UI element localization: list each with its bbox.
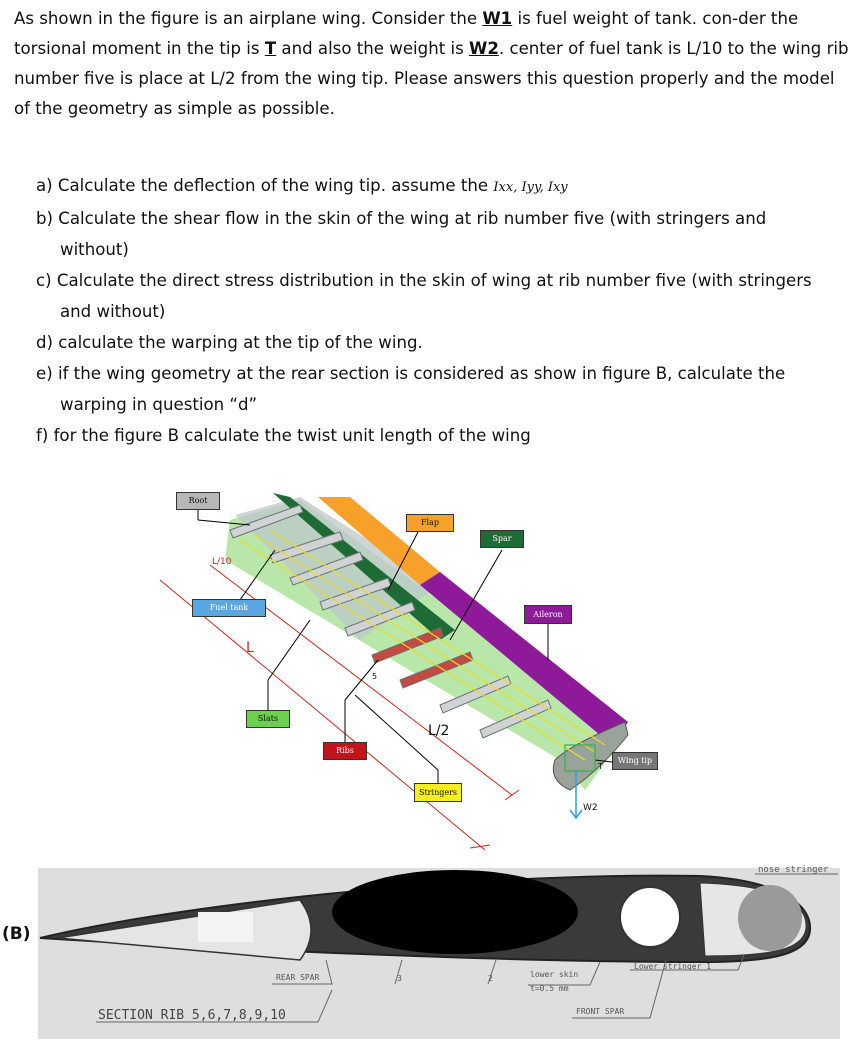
leader-slats-2 (267, 619, 311, 681)
question-d: d) calculate the warping at the tip of t… (36, 333, 423, 352)
t-symbol: T (264, 39, 277, 58)
w2-label: W2 (583, 803, 598, 813)
rib-8 (439, 675, 512, 714)
intro-text-3: and also the weight is (276, 39, 470, 58)
stringer-2 (254, 534, 596, 753)
leader-spar (449, 549, 503, 641)
stringer-3 (269, 529, 606, 746)
aileron-surface (420, 572, 628, 745)
question-a-inertia-symbols: Ixx, Iyy, Ixy (493, 180, 568, 195)
question-e: e) if the wing geometry at the rear sect… (36, 364, 786, 414)
rib-3 (289, 551, 364, 586)
rib-7 (399, 651, 474, 689)
dim-l2-tick (504, 789, 520, 801)
leader-stringers-2 (354, 694, 439, 771)
question-list: a) Calculate the deflection of the wing … (36, 170, 836, 451)
rib-1 (229, 504, 304, 539)
dim-label-l: L (246, 640, 254, 656)
intro-text-4: . center of fuel tank is L/10 to the win… (14, 39, 849, 118)
tag-flap: Flap (406, 514, 454, 532)
dim-l-tick (469, 844, 491, 849)
leader-lines (197, 510, 613, 783)
tag-fuel-tank: Fuel tank (192, 599, 266, 617)
tag-aileron: Aileron (524, 605, 572, 624)
tip-box (564, 744, 596, 772)
tag-slats: Slats (246, 710, 290, 728)
rib-6 (371, 627, 444, 664)
w2-arrow (569, 770, 583, 820)
torque-label: T (598, 762, 603, 771)
rib-9 (479, 699, 552, 739)
problem-statement: As shown in the figure is an airplane wi… (14, 4, 850, 124)
stringer-1 (239, 539, 586, 761)
stringer-lines (239, 529, 606, 761)
intro-text-1: As shown in the figure is an airplane wi… (14, 9, 483, 28)
question-a: a) Calculate the deflection of the wing … (36, 170, 836, 203)
front-spar-label: FRONT SPAR (576, 1007, 625, 1016)
question-a-text: a) Calculate the deflection of the wing … (36, 176, 494, 195)
rib-five-label: 5 (372, 672, 378, 681)
question-b: b) Calculate the shear flow in the skin … (36, 209, 767, 259)
tag-ribs: Ribs (323, 742, 367, 760)
rear-spar-label: REAR SPAR (276, 973, 320, 982)
rib-2 (269, 531, 344, 564)
lower-stringer-label: Lower stringer 1 (634, 962, 712, 971)
intro-text-2: is fuel weight of tank. con-der the tors… (14, 9, 799, 58)
question-c: c) Calculate the direct stress distribut… (36, 271, 812, 321)
leader-root-h (197, 519, 251, 526)
section-rib-label: SECTION RIB 5,6,7,8,9,10 (98, 1008, 286, 1023)
dim-l-line (159, 579, 486, 851)
number-3-label: 3 (397, 974, 402, 983)
w2-symbol: W2 (469, 39, 499, 58)
w1-symbol: W1 (482, 9, 513, 28)
tag-stringers: Stringers (414, 783, 462, 802)
tag-wing-tip: Wing tip (612, 752, 658, 770)
question-f: f) for the figure B calculate the twist … (36, 426, 531, 445)
flap-surface (318, 497, 440, 585)
leader-flap (387, 531, 419, 591)
rib-5 (344, 601, 416, 637)
wing-green-body (225, 500, 625, 790)
figure-b-label: (B) (2, 924, 31, 944)
nose-stringer-label: nose stringer (758, 865, 829, 875)
number-2-label: 2 (488, 974, 493, 983)
thickness-label: t=0.5 mm (530, 984, 569, 993)
dim-label-l10: L/10 (212, 557, 232, 567)
tag-root: Root (176, 492, 220, 510)
rib-4 (319, 577, 392, 611)
tag-spar: Spar (480, 530, 524, 548)
w2-arrow-head (569, 809, 583, 820)
dim-label-l2: L/2 (428, 723, 450, 739)
lower-skin-label: lower skin (530, 970, 579, 979)
